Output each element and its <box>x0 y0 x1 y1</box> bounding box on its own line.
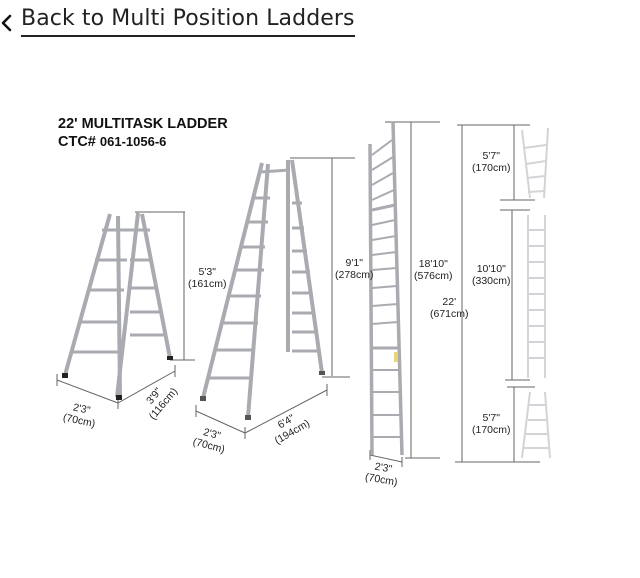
ladder-illustrations <box>56 121 551 467</box>
product-code: CTC# 061-1056-6 <box>58 134 167 150</box>
figure-title-block: 22' MULTITASK LADDER CTC# 061-1056-6 <box>58 116 228 151</box>
dimension-label: 5'3"(161cm) <box>188 266 227 290</box>
ladder-extension <box>368 121 404 456</box>
dimension-label: 5'7"(170cm) <box>472 412 511 436</box>
dimension-label: 5'7"(170cm) <box>472 150 511 174</box>
product-title: 22' MULTITASK LADDER <box>58 116 228 132</box>
ladder-dimension-diagram: 22' MULTITASK LADDER CTC# 061-1056-6 <box>0 60 640 578</box>
dimension-lines <box>56 121 540 467</box>
dimension-label: 9'1"(278cm) <box>335 257 374 281</box>
dimension-label: 22'(671cm) <box>430 296 469 320</box>
chevron-left-icon <box>0 10 18 34</box>
dimension-label: 18'10"(576cm) <box>414 258 453 282</box>
dimension-label: 10'10"(330cm) <box>472 263 511 287</box>
back-link-label: Back to Multi Position Ladders <box>21 6 355 37</box>
ladder-a-frame-tall <box>200 159 325 420</box>
ladder-scaffold-sections <box>521 127 551 459</box>
back-to-multi-position-ladders-link[interactable]: Back to Multi Position Ladders <box>0 6 355 37</box>
ladder-a-frame-short <box>62 212 173 400</box>
